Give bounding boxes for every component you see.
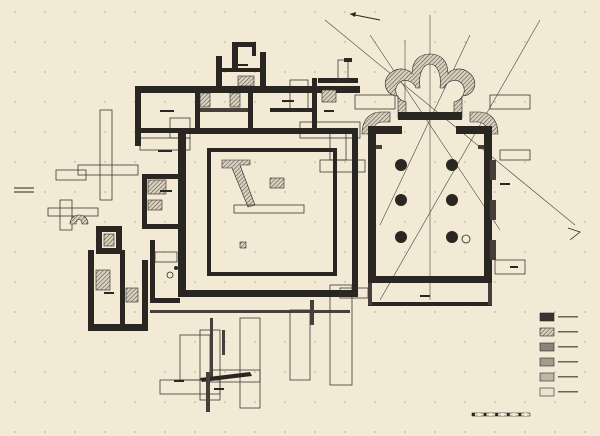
- legend-swatch: [539, 327, 555, 337]
- cloister-courtyard: [178, 128, 358, 297]
- scale-segment: [489, 413, 493, 416]
- column: [446, 231, 458, 243]
- scale-segment: [483, 413, 487, 416]
- column: [395, 194, 407, 206]
- north-arrow-icon: [349, 12, 381, 21]
- legend-caption-mark: [558, 346, 578, 348]
- construction-lines: [324, 15, 576, 301]
- survey-grid: [14, 11, 586, 433]
- legend-caption-mark: [558, 316, 578, 318]
- room-labels: [104, 64, 518, 390]
- scale-segment: [472, 413, 475, 416]
- scale-segment: [518, 413, 522, 416]
- scale-segment: [524, 413, 528, 416]
- legend-caption-mark: [558, 361, 578, 363]
- scale-segment: [501, 413, 504, 416]
- church-building: [361, 53, 499, 306]
- scale-segment: [495, 413, 499, 416]
- legend-swatch: [539, 342, 555, 352]
- west-range-rooms: [69, 174, 186, 331]
- column: [446, 159, 458, 171]
- column: [395, 159, 407, 171]
- column: [395, 231, 407, 243]
- column: [446, 194, 458, 206]
- legend: [539, 312, 578, 397]
- legend-swatch: [539, 387, 555, 397]
- legend-swatch: [539, 312, 555, 322]
- legend-caption-mark: [558, 376, 578, 378]
- scale-segment: [477, 413, 481, 416]
- legend-swatch: [539, 372, 555, 382]
- south-yard-walls: [150, 287, 369, 412]
- legend-caption-mark: [558, 331, 578, 333]
- legend-caption-mark: [558, 391, 578, 393]
- north-range-rooms: [135, 42, 360, 146]
- scale-bar: [471, 412, 531, 417]
- legend-swatch: [539, 357, 555, 367]
- scale-segment: [506, 413, 510, 416]
- margin-marker-icon: [567, 227, 581, 241]
- scale-segment: [512, 413, 516, 416]
- grid-marker: [14, 187, 34, 193]
